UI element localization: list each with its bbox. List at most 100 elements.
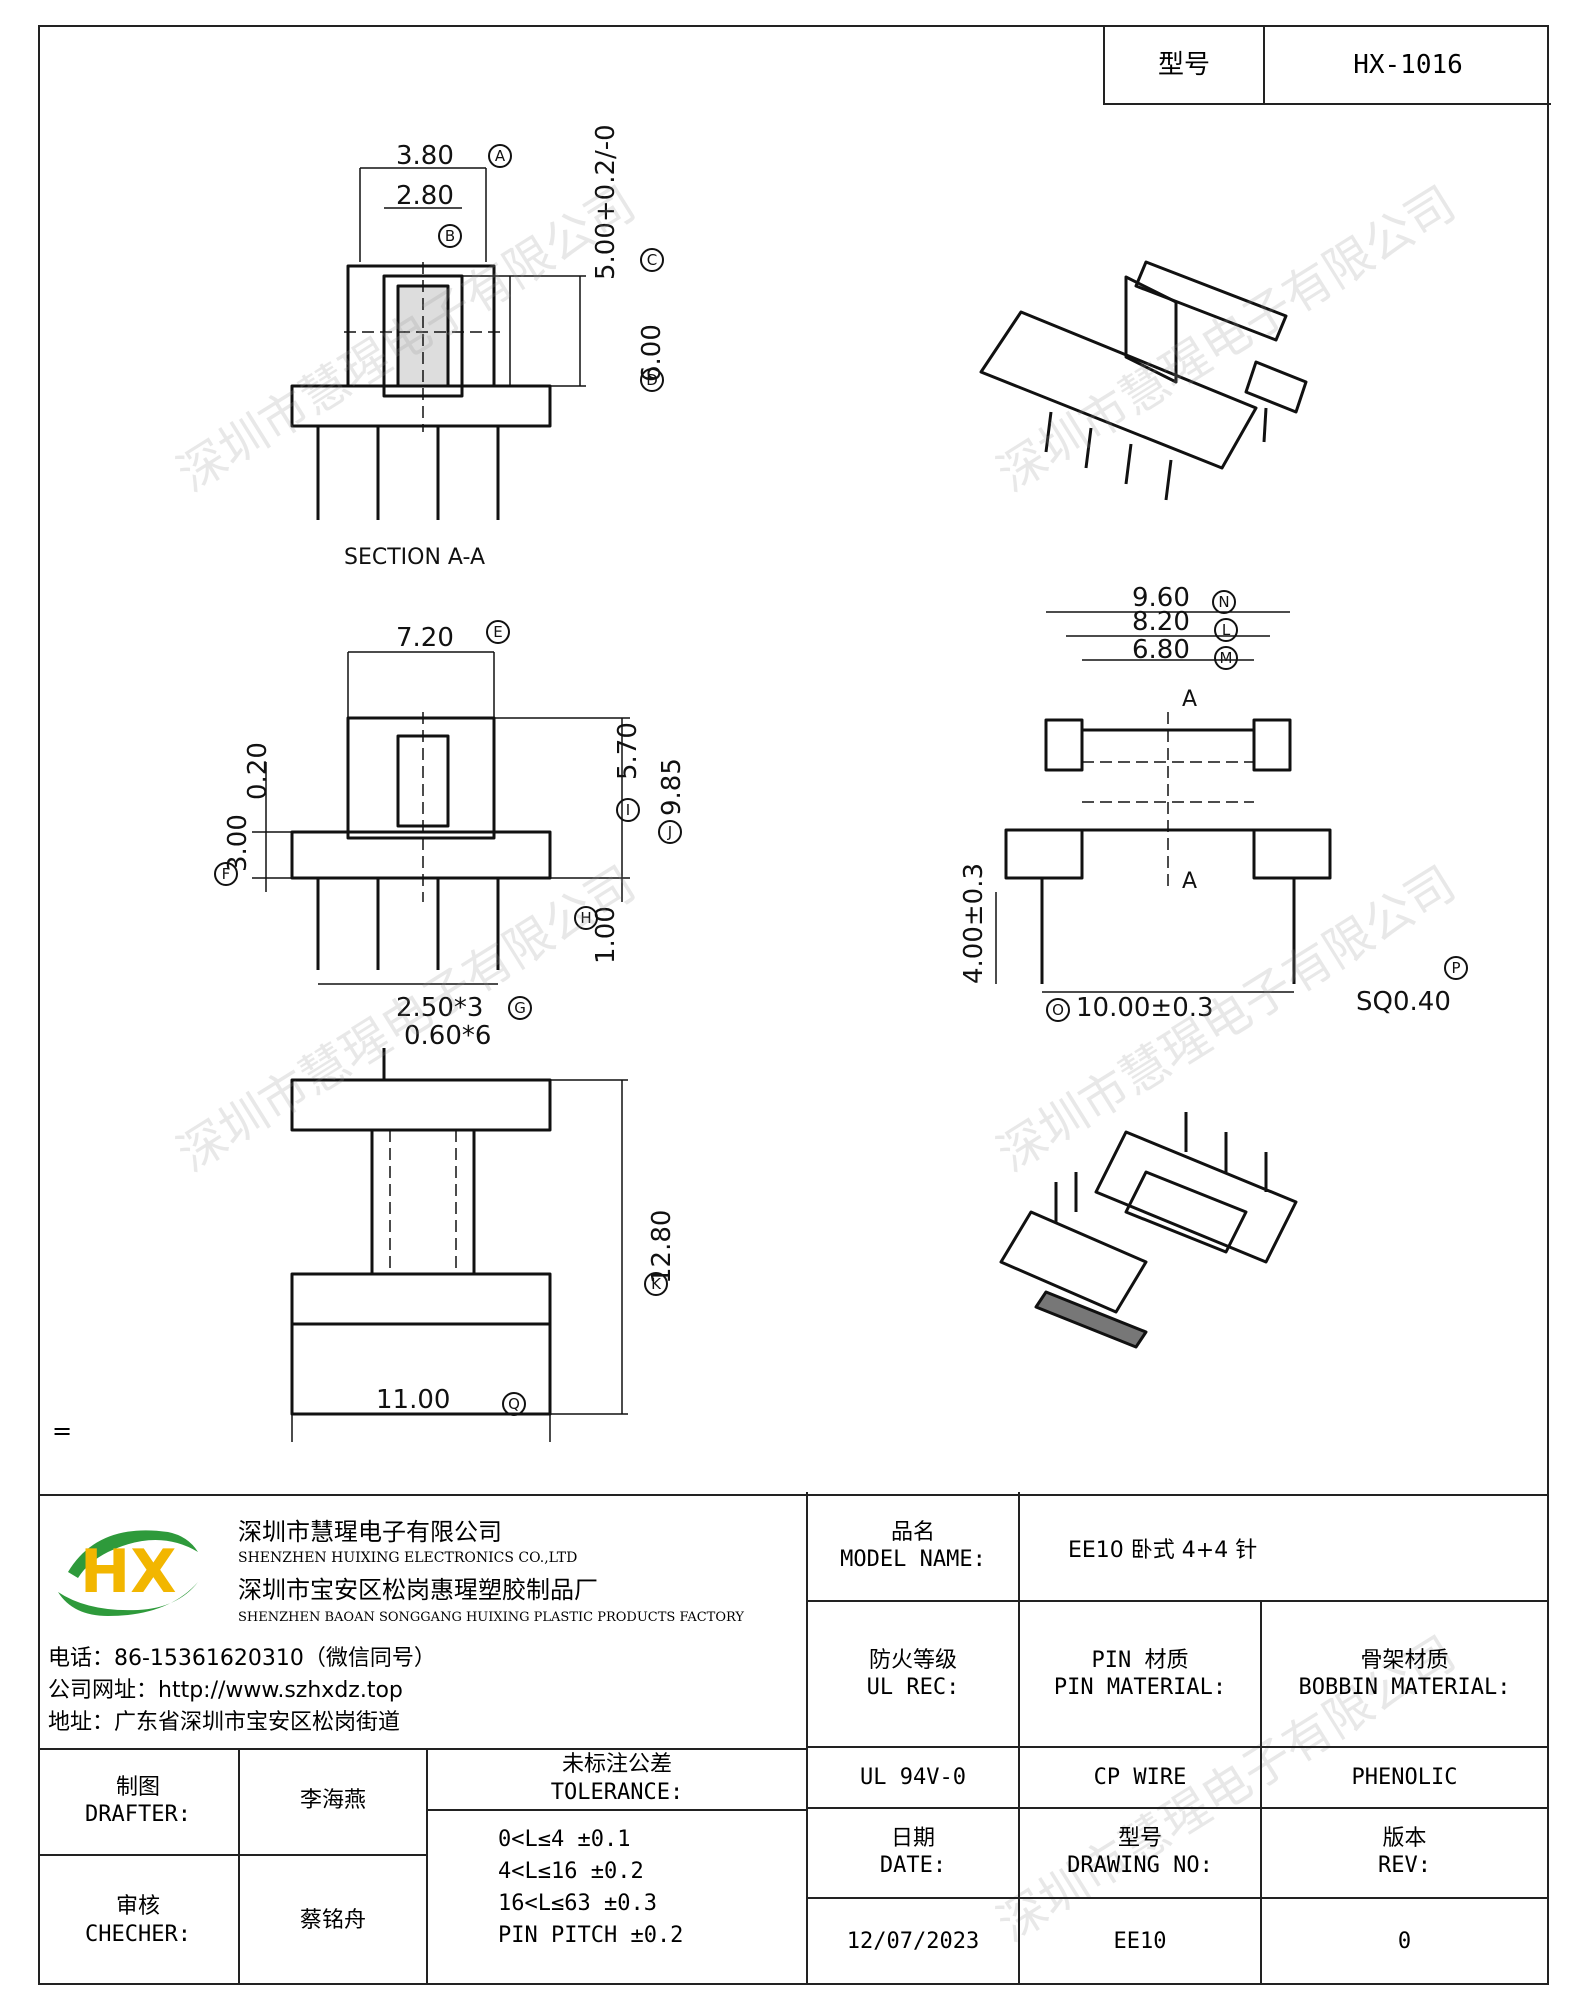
company-website: 公司网址：http://www.szhxdz.top: [48, 1678, 403, 1703]
svg-text:O: O: [1052, 1001, 1064, 1019]
section-mark-bottom: A: [1182, 869, 1197, 894]
company-name-cn: 深圳市慧瑆电子有限公司: [238, 1518, 502, 1546]
dim-985: 9.85: [657, 758, 687, 816]
svg-text:P: P: [1451, 959, 1460, 977]
dim-060: 0.60*6: [404, 1021, 491, 1051]
ref-circle-l: L: [1214, 618, 1238, 642]
ref-circle-n: N: [1212, 590, 1236, 614]
ref-circle-m: M: [1214, 646, 1238, 670]
company-phone: 电话：86-15361620310（微信同号）: [48, 1646, 436, 1671]
pin-material-value: CP WIRE: [1093, 1764, 1187, 1790]
svg-text:A: A: [495, 147, 506, 165]
drawing-no-value: EE10: [1113, 1929, 1167, 1955]
ref-circle-i: I: [616, 798, 640, 822]
model-name-label: 品名 MODEL NAME:: [840, 1519, 986, 1573]
ref-circle-j: J: [658, 820, 682, 844]
checker-name: 蔡铭舟: [299, 1907, 366, 1933]
drawing-marker: =: [52, 1417, 73, 1445]
dim-680: 6.80: [1132, 635, 1190, 665]
drafter-label: 制图 DRAFTER:: [85, 1774, 191, 1828]
header-model-box: 型号 HX-1016: [1103, 27, 1551, 105]
pin-material-label: PIN 材质 PIN MATERIAL:: [1053, 1647, 1227, 1701]
ref-circle-f: F: [214, 862, 238, 886]
svg-text:K: K: [651, 1275, 662, 1293]
company-name-en: SHENZHEN HUIXING ELECTRONICS CO.,LTD: [238, 1550, 578, 1566]
drawing-sheet: 型号 HX-1016 =: [38, 25, 1551, 1985]
ref-circle-e: E: [486, 620, 510, 644]
dim-sq040: SQ0.40: [1356, 987, 1451, 1017]
svg-text:H: H: [580, 909, 591, 927]
dim-020: 0.20: [243, 742, 273, 800]
spec-block: 品名 MODEL NAME: EE10 卧式 4+4 针 防火等级 UL REC…: [808, 1492, 1549, 1807]
date-value: 12/07/2023: [846, 1929, 980, 1955]
ref-circle-q: Q: [502, 1392, 526, 1416]
company-block: HX 深圳市慧瑆电子有限公司 SHENZHEN HUIXING ELECTRON…: [38, 1492, 808, 1748]
svg-text:N: N: [1218, 593, 1229, 611]
bobbin-material-value: PHENOLIC: [1351, 1764, 1458, 1790]
top-view: [290, 1048, 628, 1442]
svg-text:L: L: [1222, 621, 1231, 639]
svg-text:B: B: [445, 227, 455, 245]
svg-text:F: F: [222, 865, 231, 883]
svg-text:I: I: [626, 801, 630, 819]
svg-text:G: G: [514, 999, 526, 1017]
dim-570: 5.70: [613, 722, 643, 780]
ul-label: 防火等级 UL REC:: [866, 1647, 960, 1701]
rev-value: 0: [1397, 1929, 1412, 1955]
title-block-top-border: [40, 1494, 1549, 1496]
ref-circle-p: P: [1444, 956, 1468, 980]
title-block: HX 深圳市慧瑆电子有限公司 SHENZHEN HUIXING ELECTRON…: [38, 1492, 1549, 1985]
dim-380: 3.80: [396, 141, 454, 171]
dim-500: 5.00+0.2/-0: [591, 124, 621, 280]
ref-circle-k: K: [644, 1272, 668, 1296]
header-model-label: 型号: [1157, 49, 1210, 80]
dim-960: 9.60: [1132, 583, 1190, 613]
dim-400: 4.00±0.3: [959, 863, 989, 984]
section-label: SECTION A-A: [344, 545, 485, 570]
tolerance-row-4: PIN PITCH ±0.2: [498, 1923, 684, 1948]
dim-250: 2.50*3: [396, 993, 483, 1023]
dim-1100: 11.00: [376, 1385, 450, 1415]
company-address: 地址：广东省深圳市宝安区松岗街道: [48, 1710, 401, 1735]
svg-text:D: D: [646, 371, 658, 389]
ref-circle-g: G: [508, 996, 532, 1020]
rev-label: 版本 REV:: [1378, 1825, 1431, 1879]
svg-text:J: J: [667, 823, 672, 841]
ref-circle-o: O: [1046, 998, 1070, 1022]
tolerance-row-3: 16<L≤63 ±0.3: [498, 1891, 657, 1916]
ref-circle-h: H: [574, 906, 598, 930]
drafter-name: 李海燕: [299, 1788, 366, 1814]
bobbin-drawing: 3.80 2.80 5.00+0.2/-0 6.00 SECTION A-A 7…: [214, 124, 1468, 1442]
dim-820: 8.20: [1132, 607, 1190, 637]
svg-text:C: C: [647, 251, 657, 269]
factory-name-cn: 深圳市宝安区松岗惠瑆塑胶制品厂: [238, 1576, 598, 1604]
model-name-value: EE10 卧式 4+4 针: [1068, 1538, 1258, 1563]
ref-circle-d: D: [640, 368, 664, 392]
drawing-no-label: 型号 DRAWING NO:: [1067, 1825, 1213, 1879]
checker-label: 审核 CHECHER:: [85, 1894, 191, 1947]
section-mark-top: A: [1182, 687, 1197, 712]
ref-circle-b: B: [438, 224, 462, 248]
iso-view-bottom: [999, 1112, 1298, 1349]
front-view: [995, 611, 1332, 993]
svg-text:Q: Q: [508, 1395, 520, 1413]
company-logo: HX: [58, 1530, 198, 1616]
side-view: [252, 651, 630, 985]
approval-block: 制图 DRAFTER: 李海燕 审核 CHECHER: 蔡铭舟 未标注公差 TO…: [38, 1748, 808, 1985]
factory-name-en: SHENZHEN BAOAN SONGGANG HUIXING PLASTIC …: [238, 1610, 744, 1625]
section-view: [290, 167, 586, 520]
tolerance-label: 未标注公差 TOLERANCE:: [550, 1752, 684, 1805]
dim-720: 7.20: [396, 623, 454, 653]
revision-block: 日期 DATE: 型号 DRAWING NO: 版本 REV: 12/07/20…: [808, 1807, 1549, 1985]
ul-value: UL 94V-0: [860, 1764, 966, 1790]
bobbin-material-label: 骨架材质 BOBBIN MATERIAL:: [1298, 1647, 1511, 1701]
dim-600: 6.00: [637, 324, 667, 382]
svg-text:HX: HX: [80, 1537, 176, 1607]
svg-text:M: M: [1220, 649, 1233, 667]
dim-1000: 10.00±0.3: [1076, 993, 1214, 1023]
tolerance-row-1: 0<L≤4 ±0.1: [498, 1827, 631, 1852]
svg-text:E: E: [493, 623, 502, 641]
dim-1280: 12.80: [647, 1210, 677, 1284]
ref-circle-a: A: [488, 144, 512, 168]
iso-view-top: [979, 260, 1308, 501]
